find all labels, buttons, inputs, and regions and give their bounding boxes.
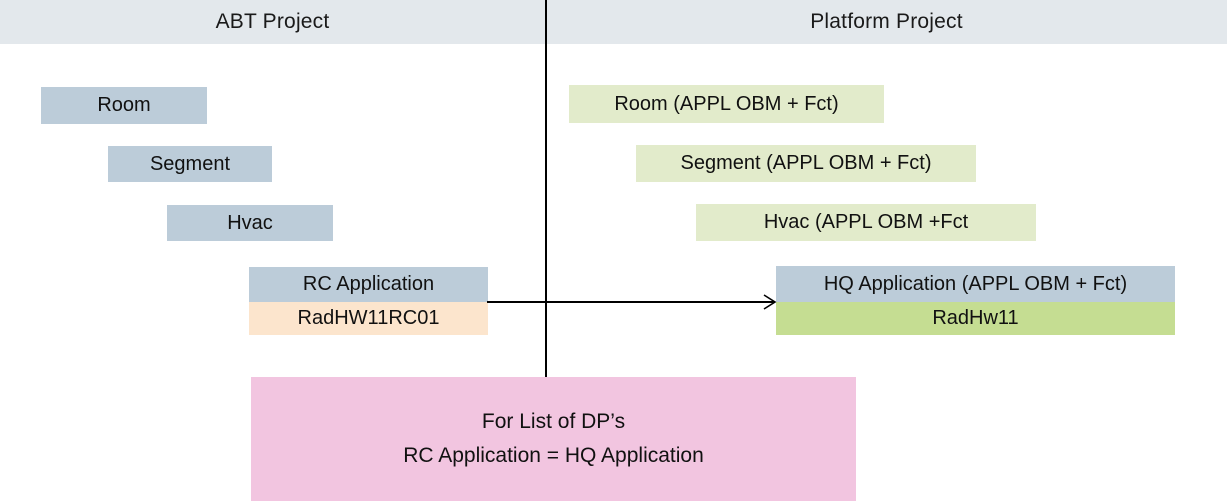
note-line-1: For List of DP’s: [481, 409, 626, 433]
node-radhw11rc01: RadHW11RC01: [249, 302, 488, 335]
node-hvac-platform: Hvac (APPL OBM +Fct: [696, 204, 1036, 241]
node-room-platform: Room (APPL OBM + Fct): [569, 85, 884, 123]
arrow-head-icon: [762, 294, 778, 310]
note-box-dp-mapping: For List of DP’s RC Application = HQ App…: [251, 377, 856, 501]
node-radhw11: RadHw11: [776, 302, 1175, 335]
node-segment-abt: Segment: [108, 146, 272, 182]
mapping-arrow-line: [487, 301, 775, 303]
node-rc-application: RC Application: [249, 267, 488, 302]
project-divider-line: [545, 0, 547, 377]
node-hvac-abt: Hvac: [167, 205, 333, 241]
column-header-platform-project: Platform Project: [546, 0, 1227, 44]
note-line-2: RC Application = HQ Application: [403, 444, 704, 467]
column-header-abt-project: ABT Project: [0, 0, 545, 44]
node-hq-application: HQ Application (APPL OBM + Fct): [776, 266, 1175, 302]
node-room-abt: Room: [41, 87, 207, 124]
node-segment-platform: Segment (APPL OBM + Fct): [636, 145, 976, 182]
